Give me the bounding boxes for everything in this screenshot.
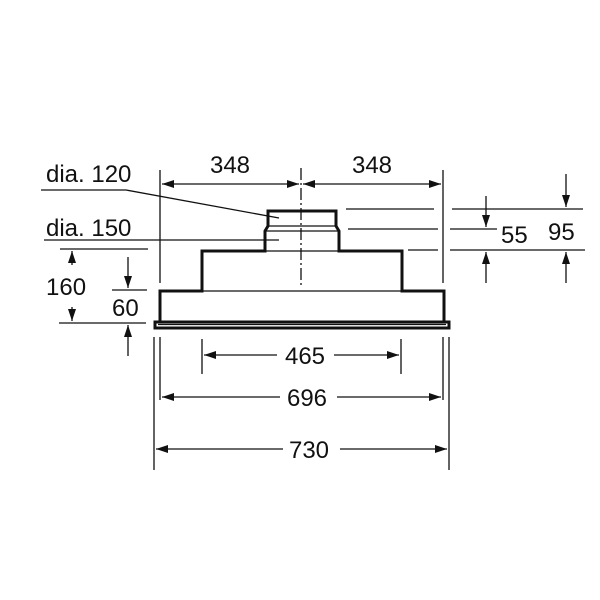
label-dia-120: dia. 120	[46, 161, 131, 188]
dim-inner-width: 465	[285, 343, 325, 370]
base-box	[158, 209, 446, 322]
dim-inner-height: 55	[501, 222, 528, 249]
label-dia-150: dia. 150	[46, 215, 131, 242]
left-height-dimension: 160 60	[46, 248, 148, 356]
hood-body	[153, 209, 451, 330]
right-height-dimension: 55 95	[346, 174, 585, 283]
dim-base-height: 60	[112, 295, 139, 322]
dim-total-height: 160	[46, 274, 86, 301]
top-dimension: 348 348	[159, 152, 444, 283]
dim-top-left: 348	[210, 152, 250, 179]
dim-overall-width: 730	[289, 437, 329, 464]
bottom-width-dimension: 465 696 730	[153, 337, 450, 470]
diameter-labels: dia. 120 dia. 150	[41, 161, 280, 242]
bottom-plate	[153, 320, 451, 330]
dim-body-width: 696	[287, 385, 327, 412]
dim-top-right: 348	[352, 152, 392, 179]
dim-outer-height: 95	[548, 219, 575, 246]
